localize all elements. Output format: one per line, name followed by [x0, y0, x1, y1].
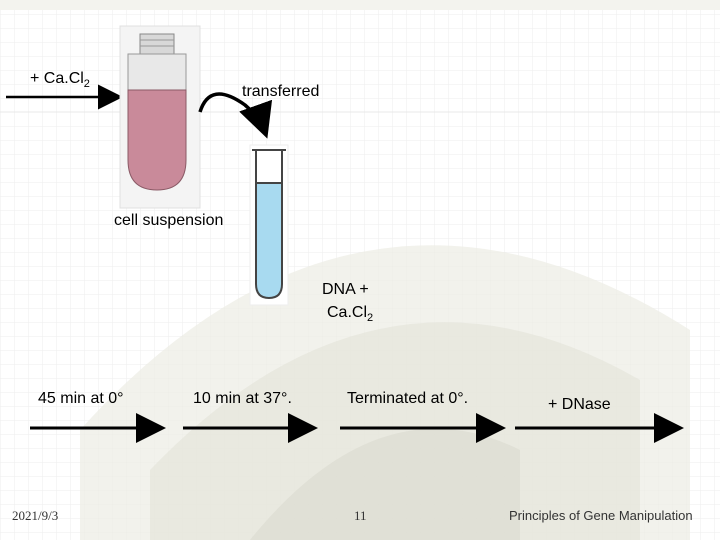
dna-test-tube [249, 144, 289, 306]
transfer-arrow [198, 92, 273, 139]
cell-suspension-label: cell suspension [114, 212, 224, 229]
step-label-1: 45 min at 0° [38, 390, 124, 407]
footer-page-number: 11 [354, 508, 367, 523]
cacl2-input-label: + Ca.Cl2 [30, 70, 90, 90]
transferred-label: transferred [242, 83, 320, 100]
step-label-4: + DNase [548, 396, 611, 413]
step-label-2: 10 min at 37°. [193, 390, 292, 407]
dna-label-line1: DNA + [322, 281, 369, 298]
step-label-3: Terminated at 0°. [347, 390, 469, 407]
footer-title: Principles of Gene Manipulation [509, 508, 693, 523]
cell-suspension-tube [119, 25, 201, 209]
footer-date: 2021/9/3 [12, 508, 59, 523]
dna-label-line2: Ca.Cl2 [327, 304, 374, 324]
